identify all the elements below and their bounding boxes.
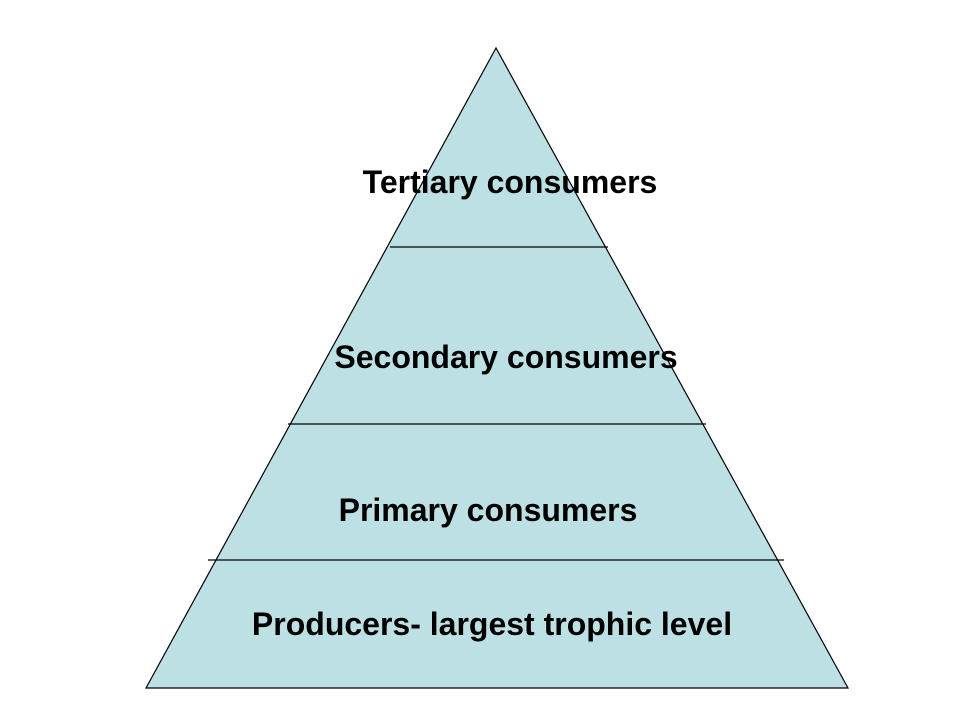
level-label-primary: Primary consumers xyxy=(339,492,638,528)
pyramid-body xyxy=(144,46,850,689)
level-label-tertiary: Tertiary consumers xyxy=(363,164,658,200)
level-label-producers: Producers- largest trophic level xyxy=(252,606,732,642)
level-label-secondary: Secondary consumers xyxy=(334,339,677,375)
